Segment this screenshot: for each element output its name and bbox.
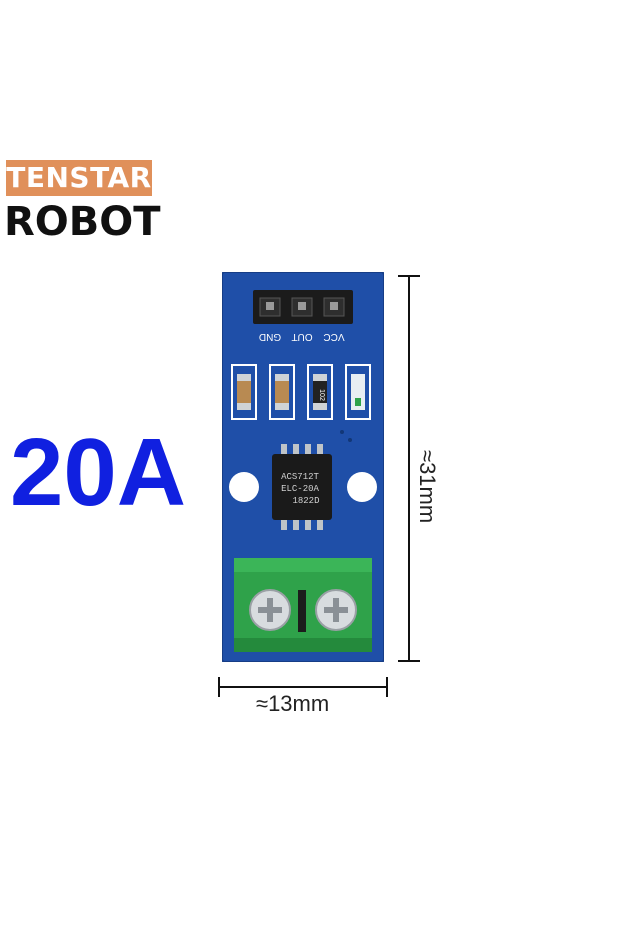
current-sensor-board: GND OUT VCC 102	[222, 272, 384, 662]
height-dimension-cap-bottom	[398, 660, 420, 662]
width-dimension-cap-right	[386, 677, 388, 697]
pin-header	[253, 290, 353, 324]
pin-label-gnd: GND	[259, 331, 281, 342]
brand-logo-bottom: ROBOT	[4, 199, 161, 245]
chip-marking-line2: ELC-20A	[281, 484, 319, 494]
height-dimension-label: ≈31mm	[415, 450, 440, 524]
mounting-hole-left	[229, 472, 259, 502]
screw-terminal	[234, 558, 372, 652]
current-rating-label: 20A	[10, 419, 187, 526]
width-dimension-line	[218, 686, 388, 688]
height-dimension-line	[408, 275, 410, 662]
passive-components	[231, 364, 371, 420]
chip-marking-line3: 1822D	[292, 496, 319, 506]
chip-marking-line1: ACS712T	[281, 472, 319, 482]
width-dimension-label: ≈13mm	[256, 691, 330, 716]
height-dimension-cap-top	[398, 275, 420, 277]
resistor-code-label: 102	[318, 389, 325, 401]
mounting-hole-right	[347, 472, 377, 502]
pin-label-out: OUT	[291, 331, 312, 342]
width-dimension-cap-left	[218, 677, 220, 697]
sensor-chip	[272, 444, 332, 530]
brand-logo-top: TENSTAR	[6, 160, 152, 196]
pin-label-vcc: VCC	[323, 331, 344, 342]
